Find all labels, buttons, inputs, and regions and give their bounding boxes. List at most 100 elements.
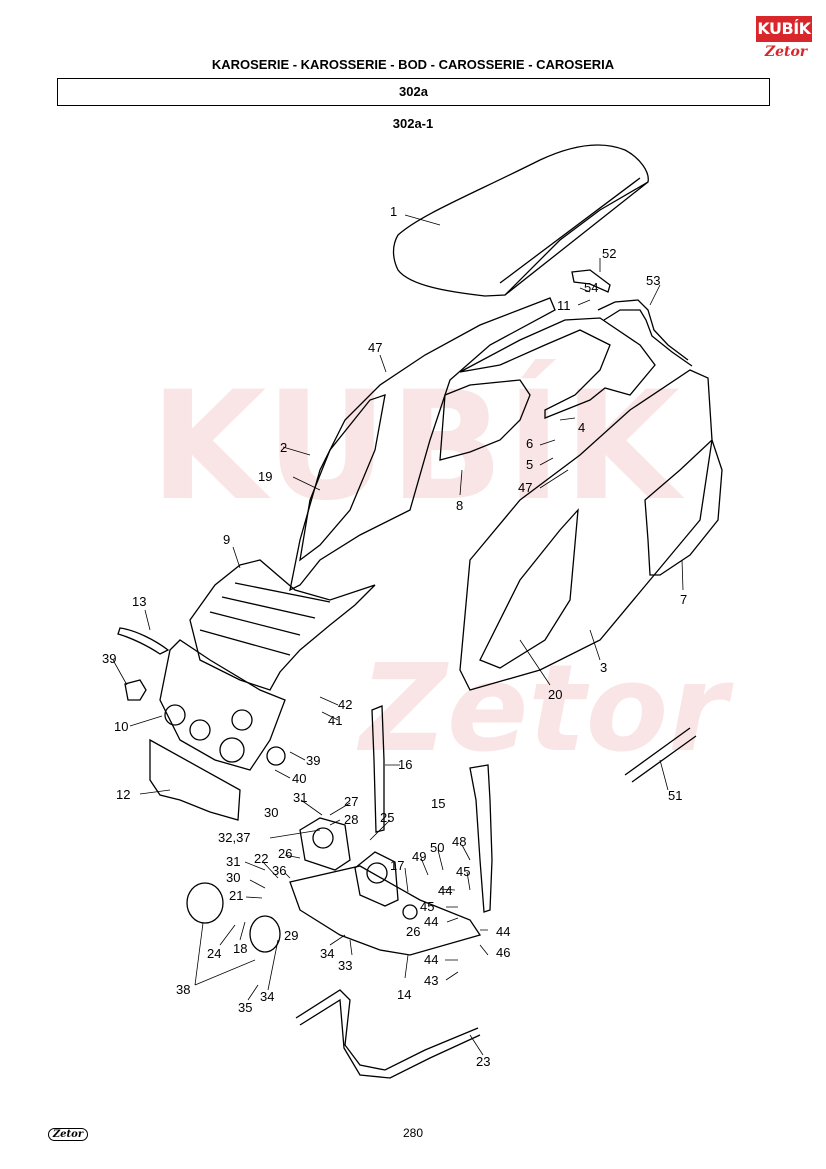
footer-logo: Zetor [48, 1128, 88, 1142]
callout-label: 10 [114, 719, 128, 734]
brand-logo: KUBÍK Zetor [756, 16, 812, 62]
leader-lines [112, 214, 684, 1056]
part-support-hole [366, 862, 388, 884]
callout-label: 21 [229, 888, 243, 903]
callout-label: 22 [254, 851, 268, 866]
callout-label: 39 [306, 753, 320, 768]
callout-label: 5 [526, 457, 533, 472]
part-strut-16 [371, 705, 385, 833]
callout-label: 9 [223, 532, 230, 547]
callout-label: 7 [680, 592, 687, 607]
part-seal-23 [295, 989, 481, 1079]
callout-label: 14 [397, 987, 411, 1002]
callout-label: 11 [557, 298, 571, 313]
callout-label: 8 [456, 498, 463, 513]
callout-label: 44 [424, 952, 438, 967]
part-headlight-hole [164, 704, 186, 726]
part-headlight-hole [231, 709, 253, 731]
callout-label: 17 [390, 858, 404, 873]
part-left-panel-2 [289, 297, 556, 592]
part-strut-15 [469, 764, 493, 913]
callout-label: 53 [646, 273, 660, 288]
footer-logo-text: Zetor [48, 1128, 88, 1141]
page-number: 280 [402, 1126, 424, 1140]
part-tube-53 [597, 299, 693, 367]
callout-label: 32,37 [218, 830, 251, 845]
callout-label: 34 [260, 989, 274, 1004]
part-top-cover [392, 144, 649, 297]
callout-label: 36 [272, 863, 286, 878]
logo-banner: KUBÍK [756, 16, 812, 42]
part-bracket-52 [571, 269, 611, 293]
callout-label: 41 [328, 713, 342, 728]
callout-label: 6 [526, 436, 533, 451]
callout-label: 52 [602, 246, 616, 261]
callout-label: 54 [584, 280, 598, 295]
callout-label: 44 [496, 924, 510, 939]
callout-label: 13 [132, 594, 146, 609]
callout-label: 19 [258, 469, 272, 484]
callout-label: 35 [238, 1000, 252, 1015]
callout-label: 30 [264, 805, 278, 820]
logo-text: KUBÍK [757, 19, 811, 38]
callout-label: 50 [430, 840, 444, 855]
part-side-panel-7 [644, 438, 723, 576]
part-lamp-38 [186, 882, 224, 924]
callout-label: 46 [496, 945, 510, 960]
callout-label: 40 [292, 771, 306, 786]
callout-label: 2 [280, 440, 287, 455]
part-support-25b [354, 851, 399, 907]
part-frame-8 [439, 379, 531, 461]
part-39-lamp [266, 746, 286, 766]
callout-label: 28 [344, 812, 358, 827]
callout-label: 26 [406, 924, 420, 939]
callout-label: 1 [390, 204, 397, 219]
callout-label: 30 [226, 870, 240, 885]
part-side-window-20 [479, 508, 579, 669]
part-top-cover-edge [499, 177, 649, 296]
callout-label: 42 [338, 697, 352, 712]
callout-label: 31 [293, 790, 307, 805]
callout-label: 39 [102, 651, 116, 666]
callout-label: 43 [424, 973, 438, 988]
part-frame-4 [459, 317, 656, 419]
part-seal-51 [624, 727, 697, 783]
part-base-frame-14 [289, 865, 482, 956]
section-box: 302a [57, 78, 770, 106]
part-headlight-hole [189, 719, 211, 741]
part-grille-9 [189, 559, 376, 691]
callout-label: 33 [338, 958, 352, 973]
callout-label: 23 [476, 1054, 490, 1069]
part-17 [402, 904, 418, 920]
callout-label: 44 [424, 914, 438, 929]
part-panel-19 [299, 394, 386, 562]
section-label: 302a [399, 84, 428, 99]
callout-label: 16 [398, 757, 412, 772]
callout-label: 4 [578, 420, 585, 435]
figure-subtitle: 302a-1 [392, 116, 434, 131]
callout-label: 31 [226, 854, 240, 869]
logo-subtext: Zetor [764, 44, 808, 60]
callout-label: 45 [420, 899, 434, 914]
callout-label: 45 [456, 864, 470, 879]
part-lamp-29 [249, 915, 281, 953]
callout-label: 27 [344, 794, 358, 809]
part-lower-panel-12 [149, 738, 241, 821]
callout-label: 49 [412, 849, 426, 864]
callout-label: 20 [548, 687, 562, 702]
callout-label: 15 [431, 796, 445, 811]
part-13 [117, 627, 170, 655]
callout-label: 18 [233, 941, 247, 956]
callout-label: 47 [368, 340, 382, 355]
callout-label: 12 [116, 787, 130, 802]
callout-label: 48 [452, 834, 466, 849]
callout-label: 25 [380, 810, 394, 825]
part-support-hole [312, 827, 334, 849]
callout-label: 26 [278, 846, 292, 861]
part-bonnet-side-3 [459, 369, 713, 691]
callout-label: 24 [207, 946, 221, 961]
callout-label: 34 [320, 946, 334, 961]
part-headlight-hole [219, 737, 245, 763]
callout-label: 51 [668, 788, 682, 803]
